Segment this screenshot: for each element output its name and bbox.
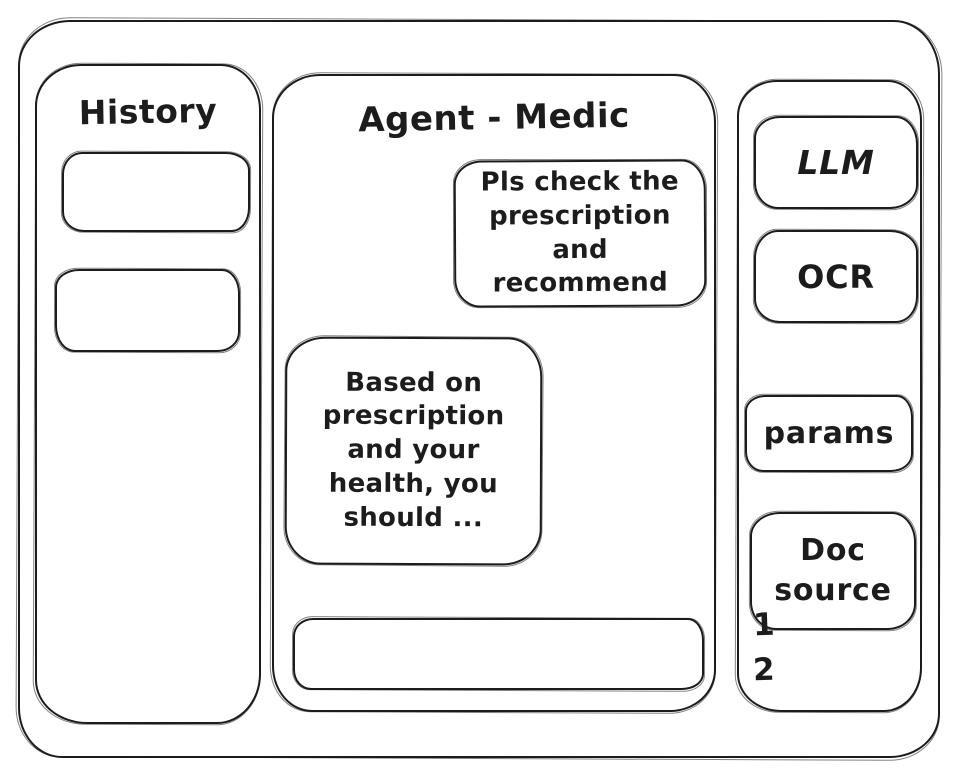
llm-button[interactable]: LLM [754, 116, 918, 209]
chat-input[interactable] [295, 620, 702, 688]
user-message-text: Pls check the prescription and recommend [480, 166, 679, 299]
history-title: History [78, 90, 218, 133]
user-message-bubble: Pls check the prescription and recommend [453, 159, 707, 308]
chat-title: Agent - Medic [357, 95, 631, 141]
history-item[interactable] [62, 152, 250, 232]
doc-source-item-2[interactable]: 2 [752, 651, 776, 689]
history-item[interactable] [55, 269, 240, 352]
chat-input-container [293, 618, 704, 690]
assistant-message-text: Based on prescription and your health, y… [322, 367, 505, 533]
doc-source-button[interactable]: Doc source [750, 512, 916, 630]
doc-source-list: 1 2 [752, 606, 776, 689]
assistant-message-bubble: Based on prescription and your health, y… [284, 336, 543, 566]
tools-sidebar: LLM OCR params Doc source 1 2 [737, 80, 922, 712]
params-button[interactable]: params [745, 395, 913, 472]
ocr-button[interactable]: OCR [754, 230, 918, 323]
doc-source-item-1[interactable]: 1 [752, 606, 776, 644]
history-sidebar: History [35, 64, 261, 724]
chat-panel: Agent - Medic Pls check the prescription… [272, 74, 716, 712]
